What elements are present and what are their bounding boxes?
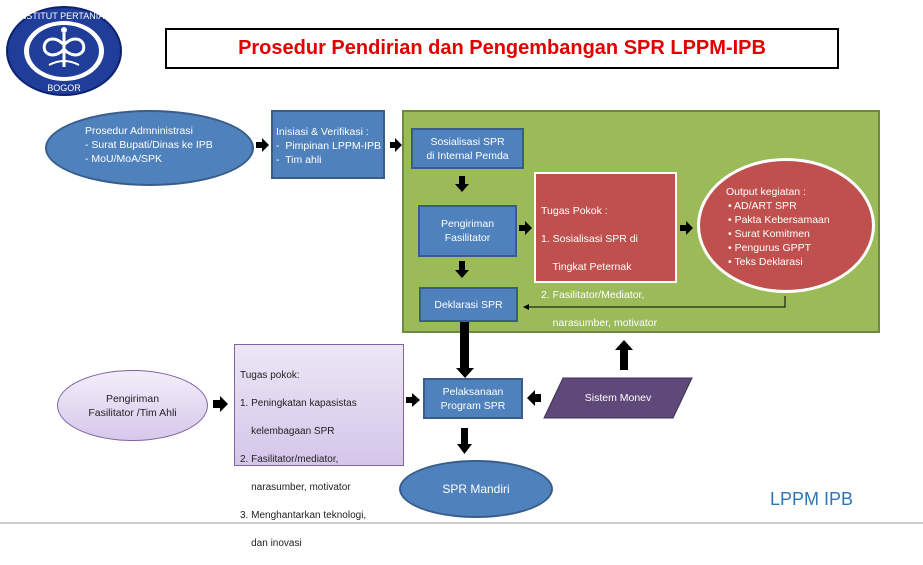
main-task-item: narasumber, motivator: [541, 317, 658, 329]
team-task-item: dan inovasi: [240, 538, 302, 549]
facilitator-dispatch-box: Pengiriman Fasilitator: [418, 205, 517, 257]
arrow-right-icon: [213, 396, 228, 412]
team-dispatch-line: Fasilitator /Tim Ahli: [88, 406, 177, 419]
ipb-logo: INSTITUT PERTANIAN BOGOR: [5, 5, 123, 97]
admin-procedure-ellipse: Prosedur Admninistrasi - Surat Bupati/Di…: [45, 110, 254, 186]
admin-item: - Surat Bupati/Dinas ke IPB: [85, 139, 213, 151]
output-item: • AD/ART SPR: [728, 200, 797, 212]
monitoring-system-parallelogram: Sistem Monev: [543, 377, 693, 419]
monitoring-system-label: Sistem Monev: [584, 392, 652, 404]
admin-item: - MoU/MoA/SPK: [85, 153, 163, 165]
output-item: • Surat Komitmen: [728, 228, 810, 240]
arrow-right-icon: [390, 138, 402, 152]
main-tasks-title: Tugas Pokok :: [541, 205, 608, 217]
main-tasks-box: Tugas Pokok : 1. Sosialisasi SPR di Ting…: [534, 172, 677, 329]
initiation-item: - Pimpinan LPPM-IPB: [276, 140, 382, 152]
page-title: Prosedur Pendirian dan Pengembangan SPR …: [165, 28, 839, 69]
main-task-item: 2. Fasilitator/Mediator,: [541, 289, 645, 301]
facilitator-dispatch-line: Pengiriman: [440, 218, 495, 230]
socialization-line: di Internal Pemda: [426, 149, 509, 162]
arrow-right-icon: [256, 138, 269, 152]
bottom-divider: [0, 522, 923, 524]
socialization-line: Sosialisasi SPR: [430, 135, 505, 148]
arrow-right-icon: [406, 393, 420, 407]
program-implementation-box: Pelaksanaan Program SPR: [423, 378, 523, 419]
footer-label: LPPM IPB: [770, 489, 854, 509]
main-task-item: 1. Sosialisasi SPR di: [541, 233, 638, 245]
output-title: Output kegiatan :: [726, 186, 806, 198]
admin-title: Prosedur Admninistrasi: [85, 125, 193, 137]
program-implementation-line: Pelaksanaan: [442, 385, 504, 398]
output-ellipse: Output kegiatan : • AD/ART SPR • Pakta K…: [697, 158, 875, 293]
team-dispatch-line: Pengiriman: [105, 392, 160, 405]
team-task-item: kelembagaan SPR: [240, 426, 335, 437]
initiation-item: - Tim ahli: [276, 154, 322, 166]
initiation-box: Inisiasi & Verifikasi : - Pimpinan LPPM-…: [271, 110, 385, 179]
team-tasks-title: Tugas pokok:: [240, 370, 300, 381]
output-item: • Pengurus GPPT: [728, 242, 812, 254]
arrow-down-icon: [457, 428, 472, 454]
logo-text-bottom: BOGOR: [47, 83, 81, 93]
declaration-box: Deklarasi SPR: [419, 287, 518, 322]
arrow-up-icon: [615, 340, 633, 370]
output-item: • Pakta Kebersamaan: [728, 214, 830, 226]
program-implementation-line: Program SPR: [440, 399, 506, 412]
team-task-item: 2. Fasilitator/mediator,: [240, 454, 339, 465]
team-task-item: 1. Peningkatan kapasistas: [240, 398, 357, 409]
main-task-item: Tingkat Peternak: [541, 261, 632, 273]
team-task-item: narasumber, motivator: [240, 482, 351, 493]
team-tasks-box: Tugas pokok: 1. Peningkatan kapasistas k…: [234, 344, 404, 549]
team-dispatch-ellipse: Pengiriman Fasilitator /Tim Ahli: [57, 370, 208, 441]
initiation-title: Inisiasi & Verifikasi :: [276, 126, 369, 138]
output-item: • Teks Deklarasi: [728, 256, 803, 268]
logo-text-top: INSTITUT PERTANIAN: [17, 11, 111, 21]
socialization-box: Sosialisasi SPR di Internal Pemda: [411, 128, 524, 169]
independent-spr-ellipse: SPR Mandiri: [399, 460, 553, 518]
team-task-item: 3. Menghantarkan teknologi,: [240, 510, 367, 521]
arrow-left-icon: [527, 390, 541, 406]
facilitator-dispatch-line: Fasilitator: [444, 232, 491, 244]
